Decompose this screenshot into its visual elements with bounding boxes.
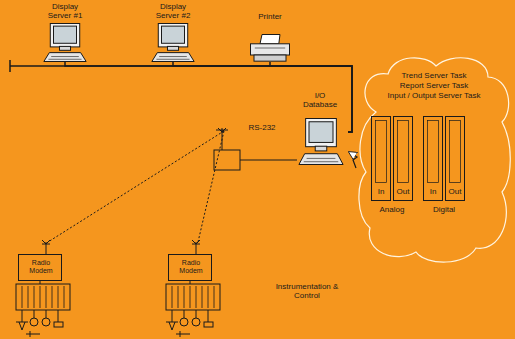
antenna-symbol <box>216 128 228 133</box>
plc-rack <box>166 284 220 310</box>
computer-symbol <box>42 23 88 62</box>
monitor-stand <box>315 146 327 151</box>
node-text: Display Server #2 <box>153 3 193 21</box>
data-flow-arrow <box>349 152 357 168</box>
slots-symbol <box>422 116 466 220</box>
node-text: Radio Modem <box>172 259 210 274</box>
plc-slots <box>22 286 64 308</box>
paper <box>260 35 280 44</box>
display-server: Display Server #2 <box>138 3 208 62</box>
monitor-stand <box>167 46 178 50</box>
screen <box>54 26 77 43</box>
card-face <box>450 121 461 183</box>
node-text: Display Server #1 <box>45 3 85 21</box>
printer-body <box>251 44 290 55</box>
node-text: Radio Modem <box>22 259 60 274</box>
keys <box>304 158 339 161</box>
io-card <box>424 117 443 201</box>
printer: Printer <box>240 10 300 62</box>
area-label: Instrumentation & Control <box>262 283 352 301</box>
group-label: Digital <box>422 206 466 215</box>
monitor <box>50 24 79 47</box>
node-text: I/O Database <box>300 92 340 110</box>
paper-tray <box>254 55 286 61</box>
keyboard <box>152 53 194 62</box>
card-face <box>428 121 439 183</box>
node-text: Report Server Task <box>366 82 502 91</box>
keys <box>156 57 189 60</box>
monitor <box>306 119 337 147</box>
node-text: In <box>424 188 442 197</box>
group-label: Analog <box>370 206 414 215</box>
keyboard <box>299 154 343 165</box>
card-face <box>398 121 409 183</box>
node-text: Input / Output Server Task <box>366 92 502 101</box>
server-cloud: Trend Server TaskReport Server TaskInput… <box>356 52 512 266</box>
modem-antenna <box>42 240 50 254</box>
field-devices <box>166 310 213 337</box>
radio-link <box>48 131 224 242</box>
node-text: Out <box>394 188 412 197</box>
keyboard <box>44 53 86 62</box>
radio-link <box>198 131 224 242</box>
plc-rack <box>16 284 70 310</box>
screen <box>309 122 333 143</box>
analog-io-cards: In OutAnalog <box>370 116 414 220</box>
io-card <box>394 117 413 201</box>
digital-io-cards: In OutDigital <box>422 116 466 220</box>
monitor-stand <box>59 46 70 50</box>
bus-terminator <box>9 60 11 72</box>
keys <box>48 57 81 60</box>
radio-modem: Radio Modem <box>168 254 212 281</box>
slots-symbol <box>370 116 414 220</box>
computer-symbol <box>150 23 196 62</box>
printer-symbol <box>250 34 290 62</box>
node-text: Trend Server Task <box>366 72 502 81</box>
card-face <box>376 121 387 183</box>
cloud-outline <box>359 58 510 262</box>
radio-base-box <box>214 150 240 170</box>
modem-antenna <box>192 240 200 254</box>
plc-slots <box>172 286 214 308</box>
interface-label: RS-232 <box>244 124 280 133</box>
display-server: Display Server #1 <box>30 3 100 62</box>
paper-slot <box>255 48 285 49</box>
io-card <box>372 117 391 201</box>
field-devices <box>16 310 63 337</box>
monitor <box>158 24 187 47</box>
node-text: In <box>372 188 390 197</box>
radio-modem: Radio Modem <box>18 254 62 281</box>
io-card <box>446 117 465 201</box>
node-text: Printer <box>240 13 300 22</box>
computer-symbol <box>297 118 345 165</box>
rs232-wire <box>240 160 297 161</box>
io-database: I/O Database <box>293 92 348 167</box>
node-text: Out <box>446 188 464 197</box>
screen <box>162 26 185 43</box>
